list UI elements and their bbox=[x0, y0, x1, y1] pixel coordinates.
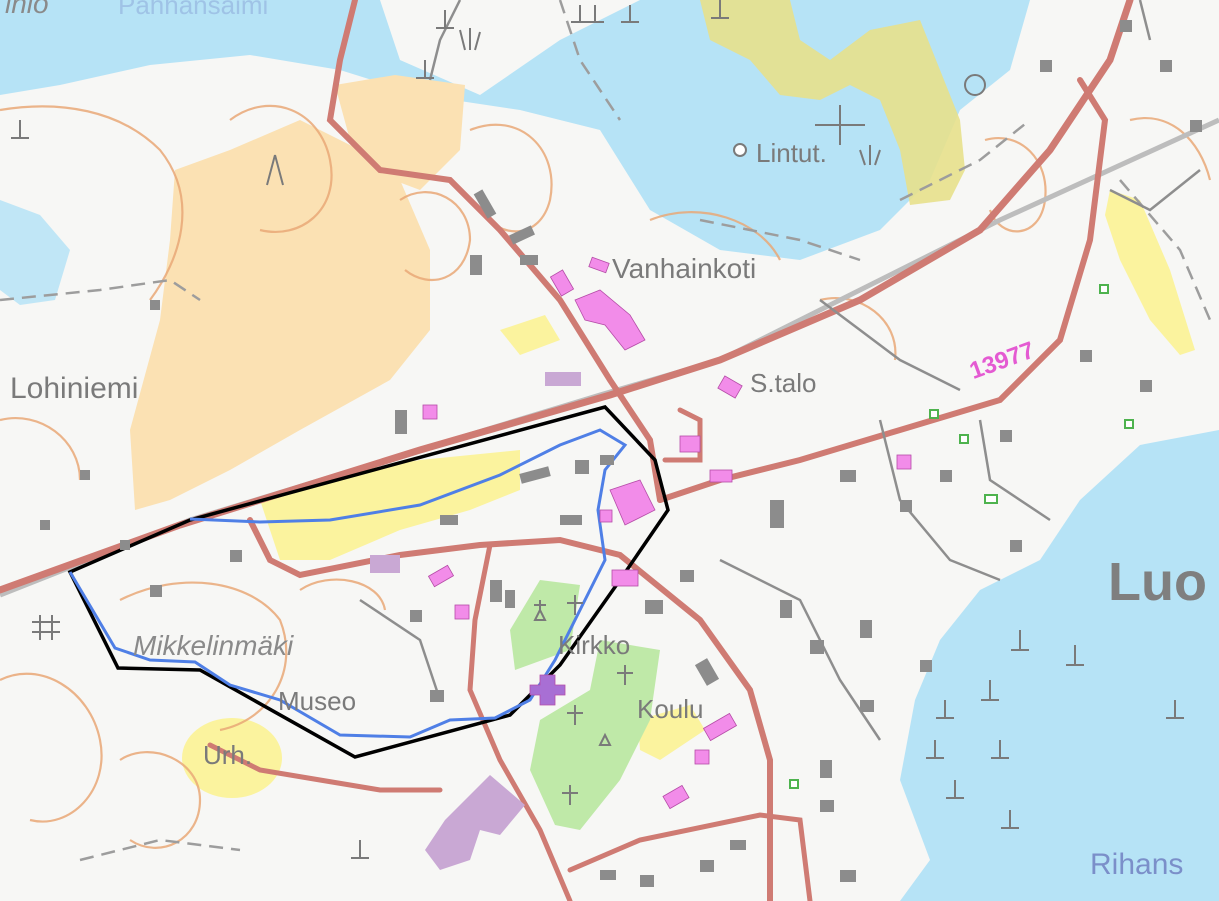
label-inio: inio bbox=[5, 0, 49, 19]
label-lintut: Lintut. bbox=[756, 138, 827, 168]
label-pahhansaimi: Pahhansaimi bbox=[118, 0, 269, 20]
buildings-lilac bbox=[370, 372, 581, 870]
label-kirkko: Kirkko bbox=[558, 630, 631, 660]
sand-field-areas bbox=[130, 75, 465, 510]
small-green-structures bbox=[789, 284, 1134, 789]
label-rihans: Rihans bbox=[1090, 848, 1184, 881]
label-mikkelinmaki: Mikkelinmäki bbox=[133, 630, 294, 661]
label-vanhainkoti: Vanhainkoti bbox=[612, 253, 757, 284]
label-lohiniemi: Lohiniemi bbox=[10, 372, 139, 405]
map-symbols bbox=[11, 0, 1184, 859]
roads bbox=[0, 0, 1134, 901]
label-museo: Museo bbox=[278, 686, 357, 716]
wetland-areas bbox=[700, 0, 965, 205]
boundary-black bbox=[67, 405, 670, 759]
paths bbox=[0, 0, 1212, 862]
buildings-pink bbox=[422, 256, 912, 810]
label-stalo: S.talo bbox=[750, 368, 817, 398]
label-koulu: Koulu bbox=[637, 694, 704, 724]
buildings-gray bbox=[40, 20, 1202, 887]
boundary-blue bbox=[68, 428, 628, 739]
label-luo: Luo bbox=[1108, 552, 1207, 612]
label-urh: Urh. bbox=[203, 740, 253, 770]
